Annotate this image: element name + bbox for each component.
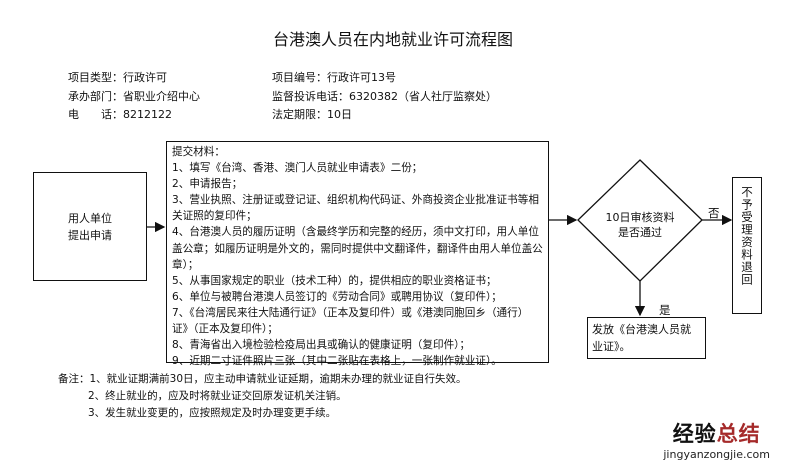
watermark-main-a: 经验 (672, 422, 717, 446)
department: 承办部门：省职业介绍中心 (68, 89, 200, 103)
reject-text: 不予受理资料退回 (740, 186, 754, 286)
materials-heading: 提交材料： (172, 146, 225, 158)
note-2: 2、终止就业的，应及时将就业证交回原发证机关注销。 (88, 390, 347, 402)
info-right: 项目编号：行政许可13号 监督投诉电话：6320382（省人社厅监察处） 法定期… (272, 69, 497, 125)
material-item: 1、填写《台湾、香港、澳门人员就业申请表》二份； (172, 162, 423, 175)
page-title: 台港澳人员在内地就业许可流程图 (272, 30, 513, 49)
material-item: 8、青海省出入境检验检疫局出具或确认的健康证明（复印件）； (172, 339, 471, 352)
yes-label: 是 (659, 303, 671, 317)
applicant-box: 用人单位 提出申请 (33, 172, 147, 281)
reject-box: 不予受理资料退回 (732, 177, 762, 314)
phone: 电 话：8212122 (68, 108, 172, 121)
issue-license-box: 发放《台港澳人员就业证》。 (587, 317, 706, 359)
watermark-main-b: 总结 (716, 422, 761, 446)
applicant-line-1: 用人单位 (68, 211, 112, 225)
project-type: 项目类型：行政许可 (68, 71, 167, 84)
note-1: 备注：1、就业证期满前30日，应主动申请就业证延期，逾期未办理的就业证自行失效。 (58, 373, 467, 385)
decision-line-2: 是否通过 (618, 226, 662, 239)
material-item: 7、《台湾居民来往大陆通行证》（正本及复印件）或《港澳同胞回乡（通行）证》（正本… (172, 306, 529, 336)
complaint-phone: 监督投诉电话：6320382（省人社厅监察处） (272, 89, 497, 103)
no-label: 否 (708, 206, 720, 220)
material-item: 9、近期二寸证件照片三张（其中二张贴在表格上，一张制作就业证）。 (172, 355, 502, 368)
material-item: 4、台港澳人员的履历证明（含最终学历和完整的经历，须中文打印，用人单位盖公章；如… (172, 226, 543, 271)
material-item: 3、营业执照、注册证或登记证、组织机构代码证、外商投资企业批准证书等相关证照的复… (172, 194, 539, 223)
notes: 备注：1、就业证期满前30日，应主动申请就业证延期，逾期未办理的就业证自行失效。… (58, 371, 467, 422)
applicant-line-2: 提出申请 (68, 228, 112, 242)
material-item: 6、单位与被聘台港澳人员签订的《劳动合同》或聘用协议（复印件）； (172, 290, 502, 303)
decision-line-1: 10日审核资料 (605, 211, 675, 224)
material-item: 2、申请报告； (172, 178, 243, 191)
material-item: 5、从事国家规定的职业（技术工种）的，提供相应的职业资格证书； (172, 274, 497, 287)
note-3: 3、发生就业变更的，应按照规定及时办理变更手续。 (88, 407, 337, 419)
watermark-logo: 经验总结 jingyanzongjie.com (663, 418, 770, 461)
info-left: 项目类型：行政许可 承办部门：省职业介绍中心 电 话：8212122 (68, 69, 200, 125)
watermark-url: jingyanzongjie.com (663, 448, 770, 461)
materials-box: 提交材料： 1、填写《台湾、香港、澳门人员就业申请表》二份； 2、申请报告； 3… (166, 141, 549, 367)
project-number: 项目编号：行政许可13号 (272, 71, 396, 84)
decision-text: 10日审核资料 是否通过 (590, 210, 690, 240)
legal-deadline: 法定期限：10日 (272, 108, 352, 121)
